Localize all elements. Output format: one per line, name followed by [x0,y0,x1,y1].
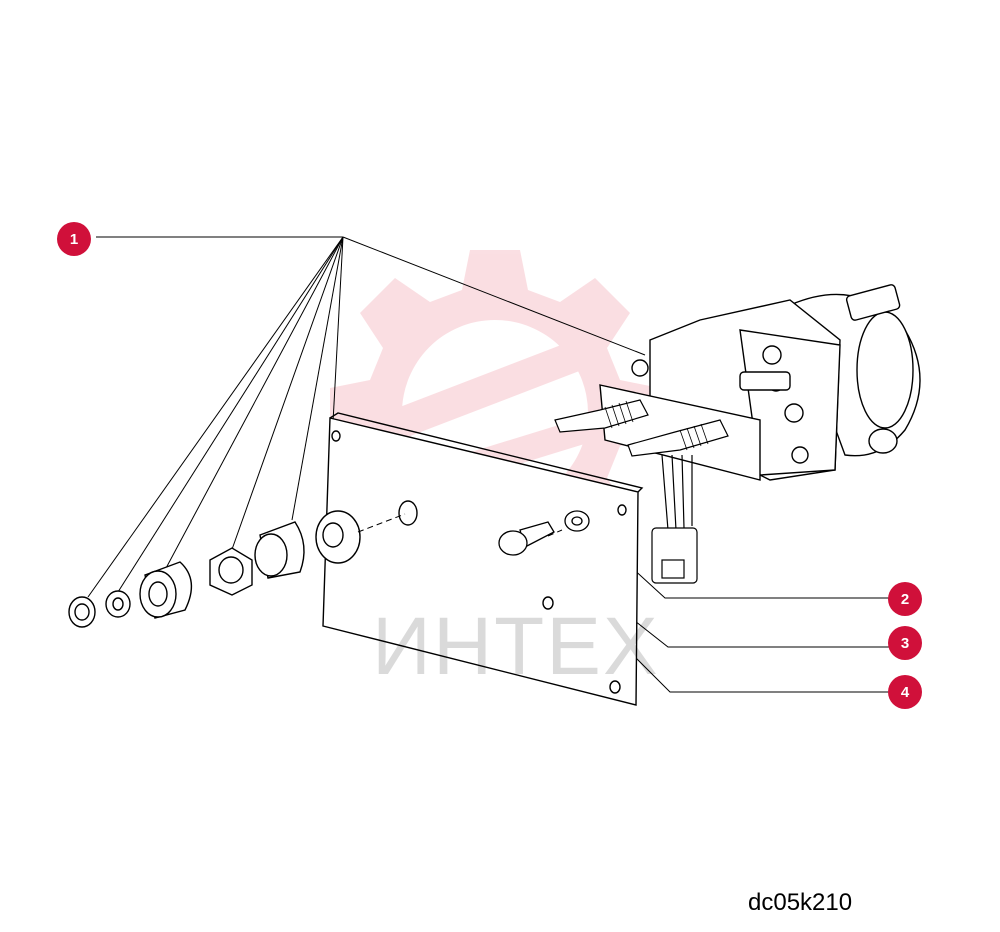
watermark-text: ИНТЕХ [372,601,660,692]
small-washer [105,590,131,618]
callout-4[interactable]: 4 [888,675,922,709]
callout-3[interactable]: 3 [888,626,922,660]
hex-nut [209,547,253,596]
flat-washer [315,510,361,564]
drawing-id: dc05k210 [748,889,853,916]
assembly-axis [547,529,563,537]
threaded-studs [554,399,729,457]
mounting-plate [322,412,644,706]
wire-connector [651,454,698,584]
washer-2 [564,510,590,532]
bushing [139,561,193,619]
bolt-3 [498,521,555,556]
callout-2[interactable]: 2 [888,582,922,616]
mount-components [68,510,406,628]
callout-1[interactable]: 1 [57,222,91,256]
rubber-grommet [254,521,305,579]
cap-nut [68,596,96,628]
